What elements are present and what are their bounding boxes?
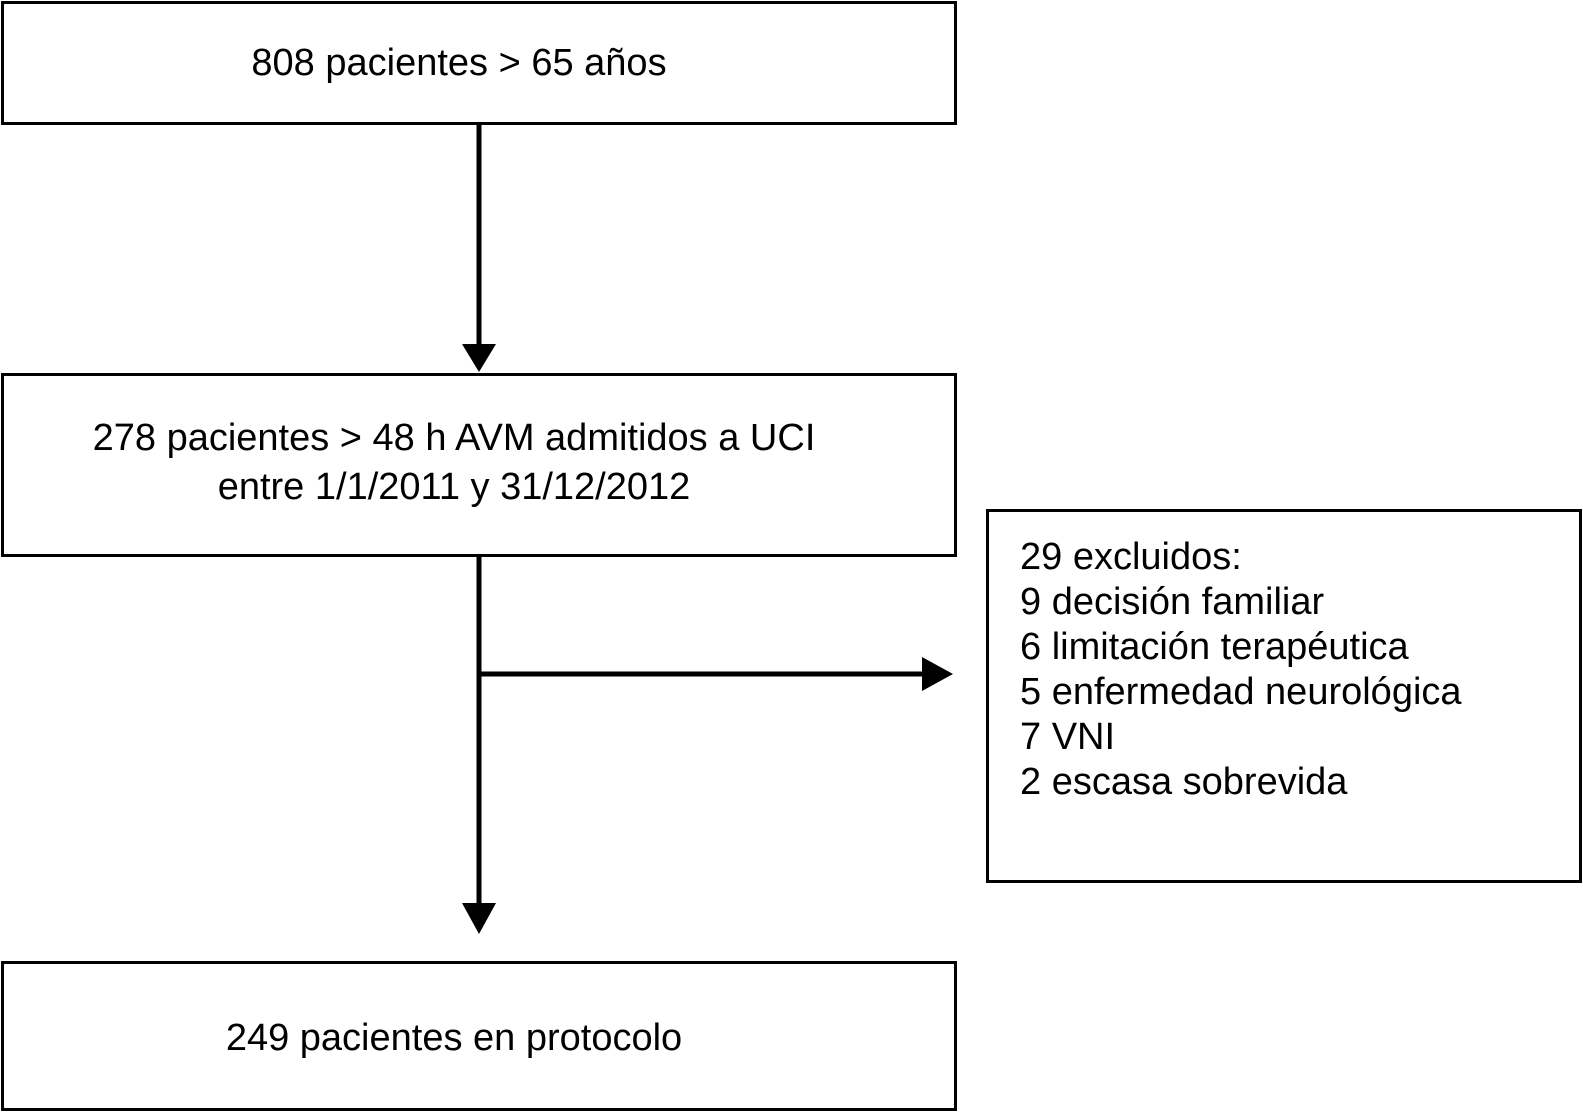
arrow-total-to-eligible xyxy=(462,125,496,372)
eligible-patients-text: 278 pacientes > 48 h AVM admitidos a UCI… xyxy=(4,414,954,512)
excluded-line-neurological-disease: 5 enfermedad neurológica xyxy=(1020,671,1462,713)
excluded-patients-box: 29 excluidos: 9 decisión familiar 6 limi… xyxy=(986,509,1582,883)
excluded-line-therapeutic-limitation: 6 limitación terapéutica xyxy=(1020,626,1409,668)
excluded-line-low-survival: 2 escasa sobrevida xyxy=(1020,761,1348,803)
eligible-patients-box: 278 pacientes > 48 h AVM admitidos a UCI… xyxy=(1,373,957,557)
excluded-line-vni: 7 VNI xyxy=(1020,716,1116,758)
eligible-line-2: entre 1/1/2011 y 31/12/2012 xyxy=(217,466,691,508)
excluded-line-total: 29 excluidos: xyxy=(1020,536,1242,578)
eligible-line-1: 278 pacientes > 48 h AVM admitidos a UCI xyxy=(92,417,816,459)
total-patients-box: 808 pacientes > 65 años xyxy=(1,1,957,125)
arrow-eligible-to-final xyxy=(462,557,496,934)
total-patients-text: 808 pacientes > 65 años xyxy=(251,42,667,84)
excluded-patients-list: 29 excluidos: 9 decisión familiar 6 limi… xyxy=(1020,535,1462,805)
protocol-patients-text: 249 pacientes en protocolo xyxy=(225,1017,683,1059)
excluded-line-family-decision: 9 decisión familiar xyxy=(1020,581,1325,623)
protocol-patients-box: 249 pacientes en protocolo xyxy=(1,961,957,1111)
arrow-to-excluded xyxy=(479,657,953,691)
